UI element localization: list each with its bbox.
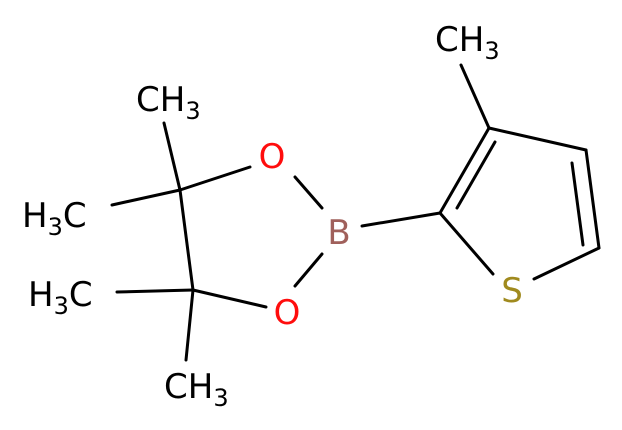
bond-c5-left-methyl-2: [115, 288, 195, 294]
boron-label: B: [327, 213, 350, 253]
lower-methyl-label: CH3: [164, 367, 229, 412]
bond-c2-c3: [438, 126, 491, 215]
sulfur-label: S: [501, 271, 523, 311]
left-methyl-2-label: H3C: [28, 275, 93, 320]
upper-methyl-text: CH: [136, 80, 185, 120]
bond-s-c2: [438, 211, 495, 276]
left-methyl-1-prefix: H: [22, 196, 48, 236]
bond-b-c2: [360, 211, 442, 228]
bond-c5-lower-methyl: [184, 288, 195, 362]
ring-methyl-subscript: 3: [484, 37, 499, 65]
left-methyl-1-label: H3C: [22, 196, 87, 241]
bond-c3-ring-methyl: [459, 63, 491, 130]
upper-methyl-label: CH3: [136, 80, 201, 125]
bond-c4-o1: [178, 165, 252, 192]
upper-methyl-subscript: 3: [185, 97, 200, 125]
bond-b-o2: [293, 252, 324, 288]
ring-methyl-text: CH: [435, 20, 484, 60]
oxygen-bottom-label: O: [274, 293, 301, 333]
lower-methyl-text: CH: [164, 367, 213, 407]
lower-methyl-subscript: 3: [213, 384, 228, 412]
ring-methyl-label: CH3: [435, 20, 500, 65]
bond-c2-c3-double: [455, 140, 497, 210]
bond-c4-upper-methyl: [162, 121, 182, 192]
bond-c4t-c5t: [584, 148, 601, 250]
bonds: [110, 63, 601, 362]
bond-c5t-s: [532, 246, 601, 281]
left-methyl-2-text: C: [69, 275, 93, 315]
bond-c4t-c5t-double: [570, 161, 585, 247]
left-methyl-1-text: C: [63, 196, 87, 236]
bond-c4-c5: [178, 188, 195, 292]
bond-o1-b: [293, 175, 324, 210]
left-methyl-1-subscript: 3: [48, 213, 63, 241]
left-methyl-2-subscript: 3: [54, 292, 69, 320]
left-methyl-2-prefix: H: [28, 275, 54, 315]
oxygen-top-label: O: [259, 137, 286, 177]
bond-o2-c5: [191, 288, 268, 309]
bond-c3-c4t: [487, 126, 588, 152]
bond-c4-left-methyl-1: [110, 188, 182, 207]
